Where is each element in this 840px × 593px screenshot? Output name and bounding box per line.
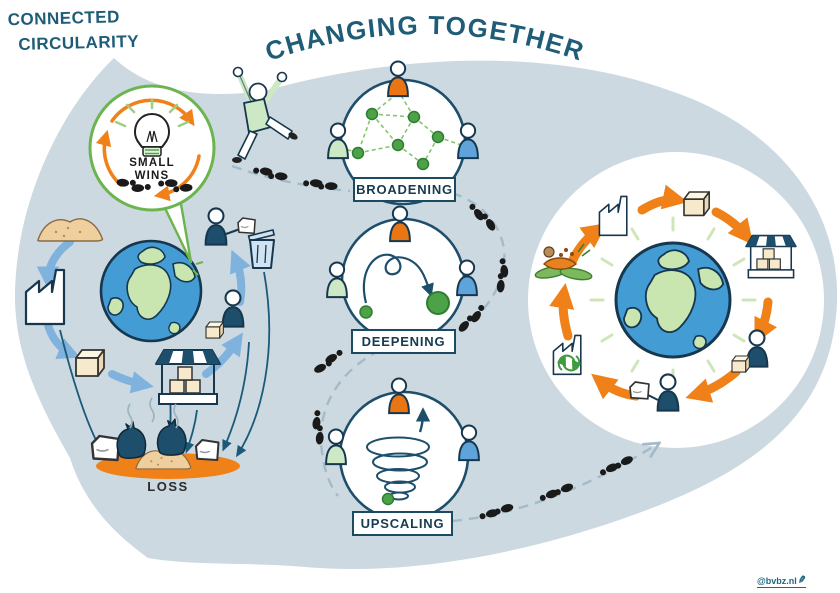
- recycling-factory-icon: [552, 334, 582, 376]
- small-wins-line1: SMALL: [129, 157, 175, 169]
- trash-bin-icon: [247, 228, 276, 269]
- loss-label: LOSS: [147, 479, 189, 494]
- small-wins-line2: WINS: [134, 170, 170, 183]
- earth-icon: [614, 241, 732, 359]
- jumping-person-icon: [232, 66, 298, 163]
- consumer-icon: [205, 289, 245, 339]
- box-icon: [683, 191, 711, 217]
- loop-arrow-icon: [362, 253, 434, 304]
- disposal-icon: [204, 207, 276, 269]
- svg-text:CHANGING TOGETHER: CHANGING TOGETHER: [261, 10, 588, 67]
- small-wins-bubble: [88, 84, 216, 276]
- label-broadening: BROADENING: [353, 177, 456, 202]
- step-deepening: [326, 205, 478, 343]
- circular-arrows: [549, 184, 778, 403]
- compost-icon: [534, 243, 593, 281]
- spiral-icon: [366, 407, 431, 501]
- box-icon: [75, 349, 105, 377]
- linear-economy-cycle: [24, 207, 276, 479]
- step-broadening: [327, 60, 479, 206]
- watermark-handle: @bvbz.nl: [757, 575, 797, 586]
- pen-icon: ✎: [796, 574, 808, 587]
- small-wins-label: SMALL WINS: [112, 157, 192, 183]
- brand-title: CONNECTED CIRCULARITY: [7, 4, 178, 58]
- brand-line1: CONNECTED: [7, 7, 121, 30]
- earth-rays: [589, 216, 757, 384]
- earth-icon: [99, 239, 203, 343]
- brand-line2: CIRCULARITY: [18, 31, 140, 54]
- step-upscaling: [325, 377, 480, 522]
- trash-bags-icon: [90, 397, 240, 479]
- returning-person-icon: [629, 373, 680, 412]
- lightbulb-icon: [114, 98, 190, 157]
- stink-lines: [127, 397, 179, 429]
- label-upscaling: UPSCALING: [352, 511, 453, 536]
- page-title: CHANGING TOGETHER: [261, 10, 587, 67]
- label-deepening: DEEPENING: [351, 329, 456, 354]
- circular-economy-cycle: [534, 184, 797, 412]
- sparkle: [192, 261, 204, 276]
- watermark: @bvbz.nl ✎: [757, 574, 808, 588]
- consumer-icon: [731, 329, 769, 373]
